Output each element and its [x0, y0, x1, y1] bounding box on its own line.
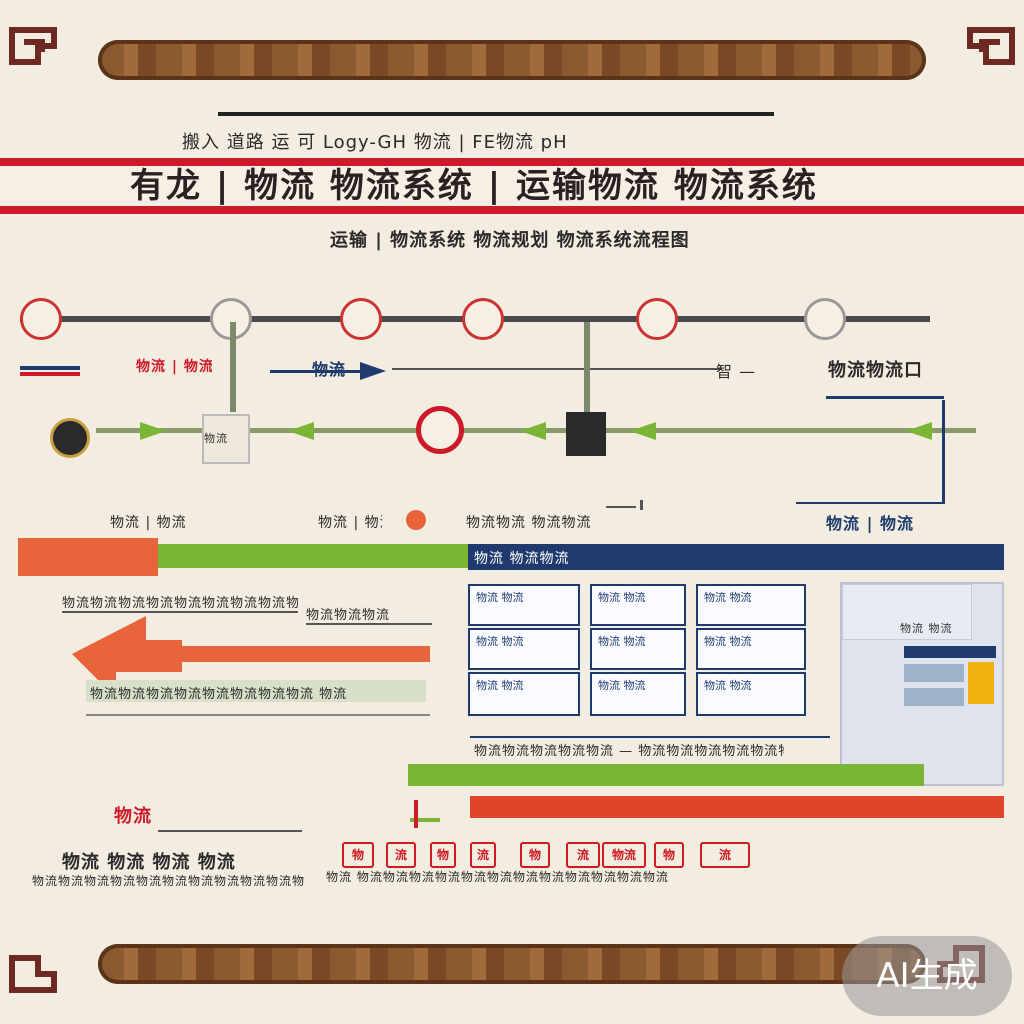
warehouse-icon: [566, 412, 606, 456]
arrow-line: [270, 370, 370, 373]
start-node-icon: [50, 418, 90, 458]
connector-line: [410, 818, 440, 822]
footer-left-mark: 物流: [114, 806, 152, 827]
connector-line: [640, 500, 643, 510]
left-caption: 物流物流物流物流物流物流物流物流物流: [62, 592, 298, 613]
corner-ornament-icon: [4, 22, 74, 92]
timeline-node: [340, 298, 382, 340]
footer-marker: 流: [470, 842, 496, 868]
node-box: [202, 414, 250, 464]
underline-rule: [470, 736, 830, 738]
arrow-left-icon: [288, 422, 314, 440]
grid-cell: 物流 物流: [590, 672, 686, 716]
corner-ornament-icon: [950, 22, 1020, 92]
footer-marker: 流: [700, 842, 750, 868]
timeline-node: [636, 298, 678, 340]
header-subtitle: 搬入 道路 运 可 Logy-GH 物流 | FE物流 pH: [182, 132, 568, 153]
top-ornament-band: [98, 40, 926, 80]
connector-line: [392, 368, 722, 370]
screen-titlebar: [904, 646, 996, 658]
grid-cell: 物流 物流: [468, 628, 580, 670]
flow-left-label: 物流 | 物流: [136, 359, 212, 375]
orange-bar: [150, 646, 430, 662]
connector-line: [230, 322, 236, 412]
node-c-label: 物流物流 物流物流: [466, 515, 592, 531]
arrow-caption: 物流物流物流物流物流物流物流物流 物流: [90, 687, 348, 702]
footer-left-text: 物流物流物流物流物流物流物流物流物流物流物流物流: [32, 874, 304, 888]
arrow-right-icon: [360, 362, 386, 380]
connector-line: [414, 800, 418, 828]
screen-label: 物流 物流: [900, 622, 953, 635]
left-caption-2: 物流物流物流: [306, 604, 432, 625]
grid-caption: 物流物流物流物流物流 — 物流物流物流物流物流物流: [474, 744, 784, 759]
dot-marker-icon: [406, 510, 426, 530]
caption-strip: [86, 680, 426, 702]
arrow-line: [20, 372, 80, 376]
arrow-left-icon: [630, 422, 656, 440]
grid-cell: 物流 物流: [468, 584, 580, 626]
screen-block: [968, 662, 994, 704]
panel-header-label: 物流 物流物流: [474, 551, 570, 567]
footer-marker: 物流: [602, 842, 646, 868]
flow-center-label: 物流: [312, 356, 362, 380]
grid-cell: 物流 物流: [590, 584, 686, 626]
timeline-node: [462, 298, 504, 340]
bottom-ornament-band: [98, 944, 926, 984]
green-bar: [408, 764, 924, 786]
footer-left-title: 物流 物流 物流 物流: [62, 852, 236, 873]
node-b-label: 物流 | 物流: [110, 515, 187, 531]
page-title: 有龙 | 物流 物流系统 | 运输物流 物流系统: [130, 166, 818, 206]
arrow-line: [20, 366, 80, 370]
screen-block: [904, 688, 964, 706]
flow-right-bottom-label: 物流 | 物流: [826, 514, 914, 533]
flow-right-label: 物流物流口: [828, 360, 923, 381]
arrow-right-icon: [140, 422, 166, 440]
corner-ornament-icon: [4, 928, 74, 998]
header-rule: [218, 112, 774, 116]
section-tab: [18, 538, 158, 576]
panel-header: [468, 544, 1004, 570]
page-tagline: 运输 | 物流系统 物流规划 物流系统流程图: [330, 230, 690, 251]
node-d-label: 物流 | 物流: [318, 515, 382, 531]
flow-right-prefix: 智 —: [716, 362, 757, 381]
screen-block: [904, 664, 964, 682]
underline-rule: [826, 396, 944, 399]
underline-rule: [158, 830, 302, 832]
ai-generated-badge: AI生成: [842, 936, 1012, 1016]
footer-right-text: 物流 物流物流物流物流物流物流物流物流物流物流物流物流: [326, 870, 669, 884]
red-bar: [470, 796, 1004, 818]
footer-marker: 物: [342, 842, 374, 868]
grid-cell: 物流 物流: [696, 584, 806, 626]
grid-cell: 物流 物流: [590, 628, 686, 670]
arrow-left-icon: [520, 422, 546, 440]
connector-line: [942, 400, 945, 504]
timeline-node: [20, 298, 62, 340]
grid-cell: 物流 物流: [468, 672, 580, 716]
section-bar: [158, 544, 468, 568]
screen-window: [842, 584, 972, 640]
timeline-node: [804, 298, 846, 340]
footer-marker: 物: [430, 842, 456, 868]
arrow-left-icon: [906, 422, 932, 440]
footer-marker: 物: [520, 842, 550, 868]
footer-marker: 物: [654, 842, 684, 868]
connector-line: [584, 322, 590, 416]
node-a-label: 物流: [204, 432, 228, 445]
grid-cell: 物流 物流: [696, 628, 806, 670]
title-banner: 有龙 | 物流 物流系统 | 运输物流 物流系统: [0, 158, 1024, 214]
underline-rule: [796, 502, 942, 504]
underline-rule: [86, 714, 430, 716]
footer-marker: 流: [566, 842, 600, 868]
big-arrow-left-icon: [72, 616, 182, 698]
target-node-icon: [416, 406, 464, 454]
footer-marker: 流: [386, 842, 416, 868]
connector-line: [606, 506, 636, 508]
grid-cell: 物流 物流: [696, 672, 806, 716]
